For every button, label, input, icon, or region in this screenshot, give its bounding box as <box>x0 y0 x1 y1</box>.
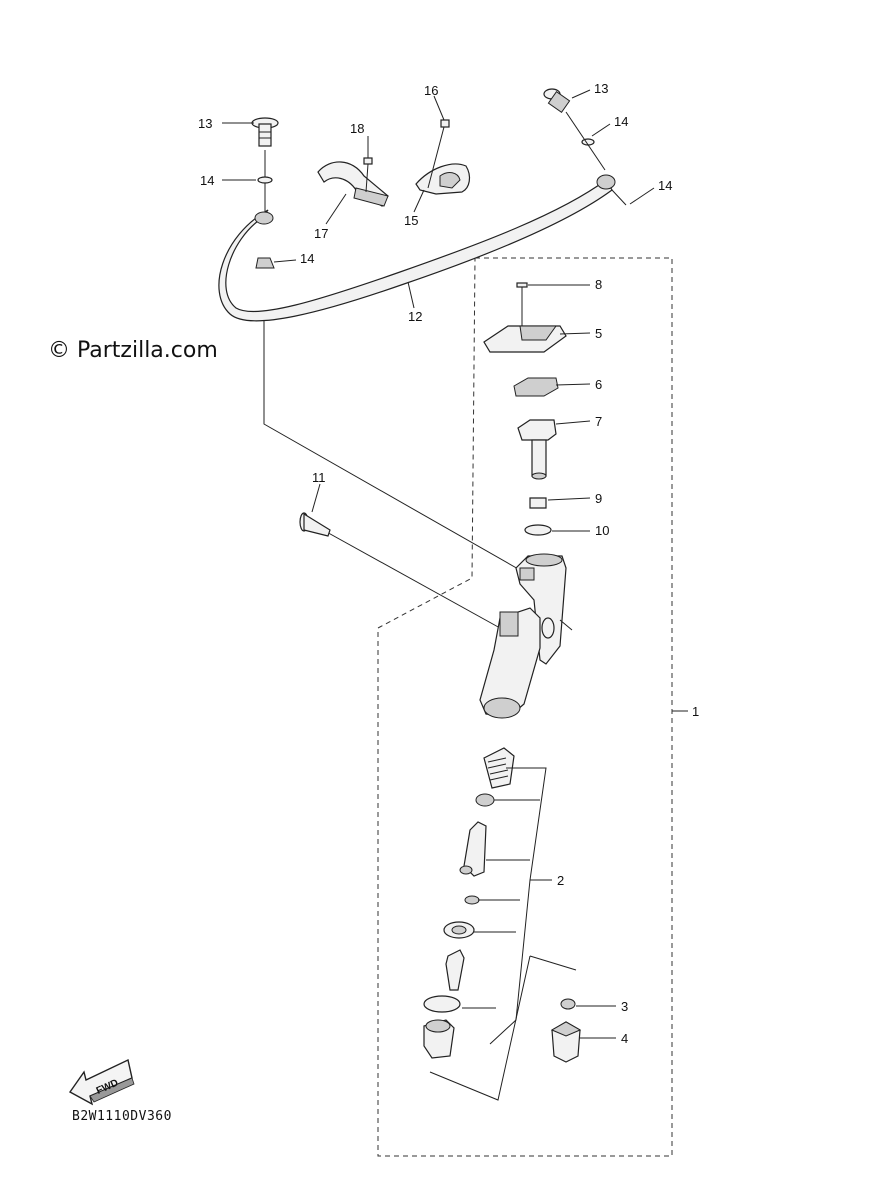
callout-13-right: 13 <box>594 81 608 96</box>
master-cylinder-body <box>479 553 573 719</box>
guide-line-right-stack <box>565 111 606 171</box>
guide-line-right-end <box>611 189 627 206</box>
callout-17: 17 <box>314 226 328 241</box>
leader-lines <box>222 89 688 1039</box>
callout-12: 12 <box>408 309 422 324</box>
screw-8 <box>516 282 528 330</box>
callout-13-left: 13 <box>198 116 212 131</box>
reservoir-cap-5 <box>483 325 567 353</box>
callout-1: 1 <box>692 704 699 719</box>
guide-bolt-16 <box>427 119 450 189</box>
callout-15: 15 <box>404 213 418 228</box>
callout-5: 5 <box>595 326 602 341</box>
callout-3: 3 <box>621 999 628 1014</box>
callout-18: 18 <box>350 121 364 136</box>
callout-7: 7 <box>595 414 602 429</box>
callout-11: 11 <box>312 470 326 485</box>
reservoir-hose-7 <box>517 419 557 480</box>
guide-line-bolt-11 <box>313 524 501 629</box>
union-bolt-right <box>543 88 571 114</box>
watermark-text: © Partzilla.com <box>48 338 218 363</box>
guide-line-hose <box>263 312 521 571</box>
clevis-4 <box>550 1021 582 1063</box>
callout-14-hose: 14 <box>300 251 314 266</box>
bracket-piston-kit <box>462 767 547 1045</box>
brake-hose <box>218 174 616 322</box>
diaphragm-plate-6 <box>513 377 559 397</box>
diagram-code: B2W1110DV360 <box>72 1109 172 1124</box>
callout-14-right-upper: 14 <box>614 114 628 129</box>
callout-6: 6 <box>595 377 602 392</box>
copper-washer-left <box>257 176 273 184</box>
bracket-clevis-kit <box>429 955 577 1101</box>
callout-14-left: 14 <box>200 173 214 188</box>
callout-9: 9 <box>595 491 602 506</box>
fwd-arrow-icon: FWD <box>68 1058 135 1106</box>
callout-14-right-lower: 14 <box>658 178 672 193</box>
clip-9 <box>529 497 547 509</box>
o-ring-10 <box>524 524 552 536</box>
assembly-boundary <box>377 257 673 1157</box>
piston-kit <box>423 747 515 1059</box>
hose-guide-15 <box>415 163 471 195</box>
callout-2: 2 <box>557 873 564 888</box>
callout-10: 10 <box>595 523 609 538</box>
mounting-bolt-11 <box>299 512 331 537</box>
hose-clamp-17 <box>317 161 389 207</box>
callout-16: 16 <box>424 83 438 98</box>
callout-8: 8 <box>595 277 602 292</box>
callout-4: 4 <box>621 1031 628 1046</box>
nut-3 <box>560 998 576 1010</box>
union-bolt-left <box>251 117 279 147</box>
